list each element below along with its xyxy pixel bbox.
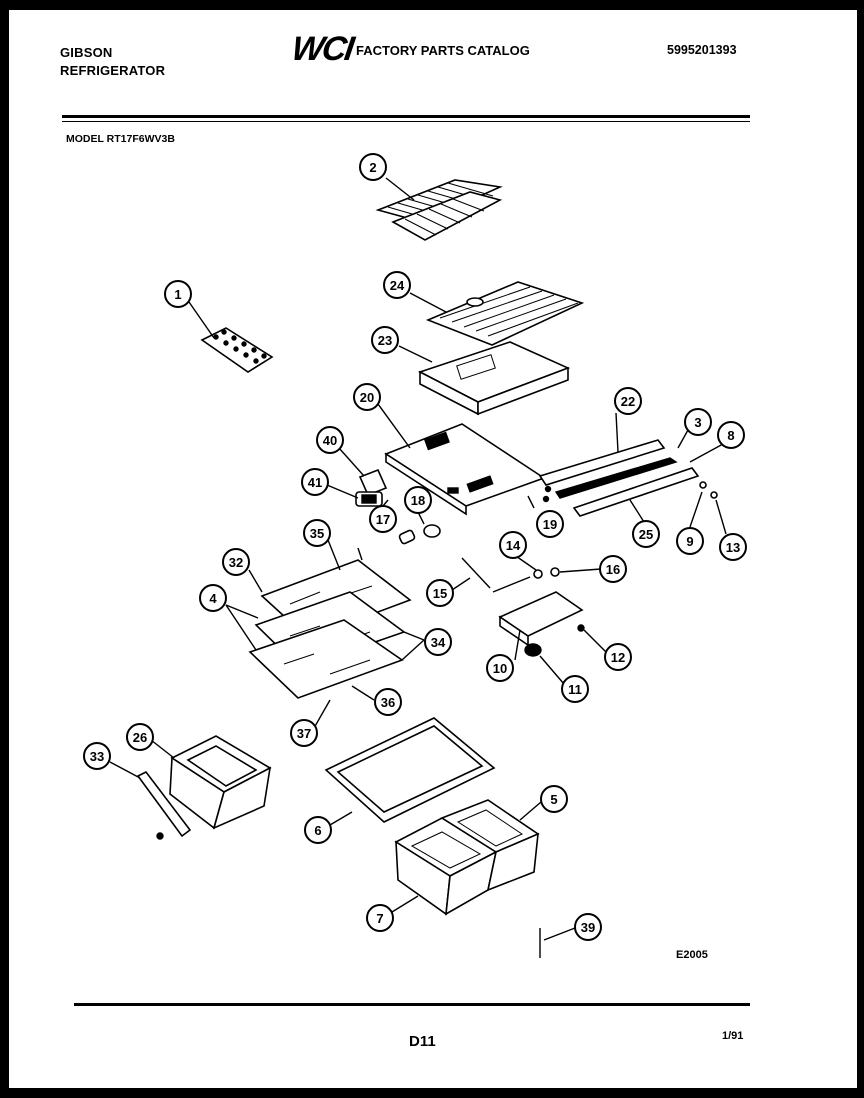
svg-text:35: 35 <box>310 526 324 541</box>
callout-35: 35 <box>303 519 331 547</box>
svg-text:17: 17 <box>376 512 390 527</box>
model-label: MODEL RT17F6WV3B <box>66 133 175 145</box>
callout-22: 22 <box>614 387 642 415</box>
diagram-code: E2005 <box>676 949 708 961</box>
catalog-title: FACTORY PARTS CATALOG <box>356 43 530 58</box>
callout-3: 3 <box>684 408 712 436</box>
svg-text:12: 12 <box>611 650 625 665</box>
svg-text:3: 3 <box>694 415 701 430</box>
svg-text:23: 23 <box>378 333 392 348</box>
callout-19: 19 <box>536 510 564 538</box>
page-id: D11 <box>409 1033 436 1050</box>
callout-34: 34 <box>424 628 452 656</box>
svg-text:40: 40 <box>323 433 337 448</box>
svg-text:36: 36 <box>381 695 395 710</box>
svg-text:32: 32 <box>229 555 243 570</box>
svg-text:2: 2 <box>369 160 376 175</box>
callout-16: 16 <box>599 555 627 583</box>
callout-11: 11 <box>561 675 589 703</box>
svg-text:20: 20 <box>360 390 374 405</box>
callout-20: 20 <box>353 383 381 411</box>
callout-17: 17 <box>369 505 397 533</box>
callout-8: 8 <box>717 421 745 449</box>
svg-text:25: 25 <box>639 527 653 542</box>
callout-37: 37 <box>290 719 318 747</box>
callout-15: 15 <box>426 579 454 607</box>
svg-text:11: 11 <box>568 682 582 697</box>
callout-39: 39 <box>574 913 602 941</box>
callout-2: 2 <box>359 153 387 181</box>
product-type: REFRIGERATOR <box>60 63 166 78</box>
svg-text:5: 5 <box>550 792 557 807</box>
header-rule-thin <box>62 121 750 122</box>
callout-18: 18 <box>404 486 432 514</box>
callout-6: 6 <box>304 816 332 844</box>
dairy-module-part <box>461 557 585 657</box>
callout-4: 4 <box>199 584 227 612</box>
egg-tray-part <box>200 327 274 373</box>
brand-name: GIBSON <box>60 45 113 60</box>
thermostat-assembly-part <box>355 468 441 545</box>
svg-text:1: 1 <box>174 287 181 302</box>
svg-text:15: 15 <box>433 586 447 601</box>
svg-text:34: 34 <box>431 635 446 650</box>
callout-40: 40 <box>316 426 344 454</box>
svg-text:22: 22 <box>621 394 635 409</box>
callout-36: 36 <box>374 688 402 716</box>
trim-strips-part <box>538 439 718 517</box>
crisper-drawers-part <box>394 799 540 916</box>
svg-text:18: 18 <box>411 493 425 508</box>
callout-5: 5 <box>540 785 568 813</box>
callout-41: 41 <box>301 468 329 496</box>
svg-text:10: 10 <box>493 661 507 676</box>
crisper-glass-panel-part <box>417 341 571 416</box>
svg-text:33: 33 <box>90 749 104 764</box>
control-panel-part <box>384 423 546 516</box>
revision-date: 1/91 <box>722 1030 744 1042</box>
callout-14: 14 <box>499 531 527 559</box>
svg-text:4: 4 <box>209 591 217 606</box>
svg-text:14: 14 <box>506 538 521 553</box>
callout-24: 24 <box>383 271 411 299</box>
callout-7: 7 <box>366 904 394 932</box>
svg-text:13: 13 <box>726 540 740 555</box>
svg-text:19: 19 <box>543 517 557 532</box>
footer-rule <box>74 1003 750 1006</box>
svg-text:26: 26 <box>133 730 147 745</box>
svg-text:8: 8 <box>727 428 734 443</box>
callout-25: 25 <box>632 520 660 548</box>
header-rule <box>62 115 750 118</box>
callout-9: 9 <box>676 527 704 555</box>
svg-text:37: 37 <box>297 726 311 741</box>
small-drawer-part <box>136 735 272 840</box>
callout-23: 23 <box>371 326 399 354</box>
svg-text:24: 24 <box>390 278 405 293</box>
callout-12: 12 <box>604 643 632 671</box>
wire-shelf-part <box>375 179 503 241</box>
callout-13: 13 <box>719 533 747 561</box>
callout-1: 1 <box>164 280 192 308</box>
callout-10: 10 <box>486 654 514 682</box>
svg-text:39: 39 <box>581 920 595 935</box>
brand-block: GIBSON REFRIGERATOR <box>60 44 165 80</box>
svg-text:16: 16 <box>606 562 620 577</box>
crisper-cover-grille-part <box>425 281 585 346</box>
callout-26: 26 <box>126 723 154 751</box>
catalog-number: 5995201393 <box>667 43 737 57</box>
callout-33: 33 <box>83 742 111 770</box>
svg-text:6: 6 <box>314 823 321 838</box>
svg-text:7: 7 <box>376 911 383 926</box>
crisper-cover-part <box>324 717 496 823</box>
svg-text:9: 9 <box>686 534 693 549</box>
callout-32: 32 <box>222 548 250 576</box>
svg-text:41: 41 <box>308 475 322 490</box>
